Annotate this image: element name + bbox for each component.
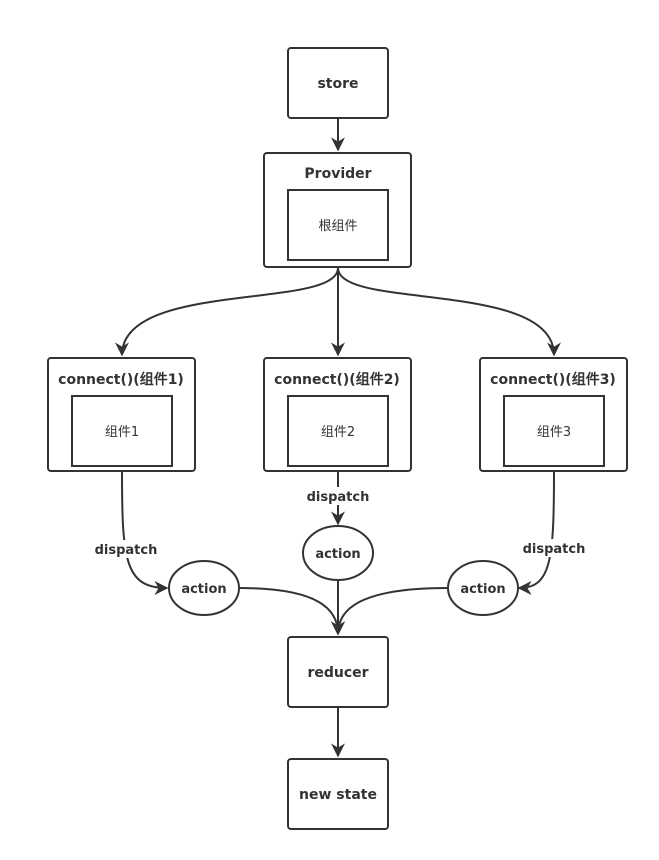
root-component-label: 根组件 — [318, 219, 357, 234]
connect-2-label: connect()(组件2) — [274, 371, 400, 388]
action-3-node: action — [447, 560, 519, 616]
component-3-label: 组件3 — [537, 425, 571, 440]
provider-label: Provider — [304, 166, 371, 182]
new-state-node: new state — [287, 758, 389, 830]
action-2-node: action — [302, 525, 374, 581]
reducer-label: reducer — [307, 665, 368, 681]
edge-action-1-to-reducer — [238, 587, 345, 636]
new-state-label: new state — [299, 787, 377, 803]
edge-connect-3-to-action-3 — [517, 471, 555, 595]
component-1-label: 组件1 — [105, 425, 139, 440]
dispatch-label-2: dispatch — [307, 490, 370, 505]
dispatch-label-1: dispatch — [95, 543, 158, 558]
edge-provider-to-connect-1 — [115, 267, 339, 357]
connect-3-label: connect()(组件3) — [490, 371, 616, 388]
provider-node: Provider 根组件 — [263, 152, 412, 268]
connect-3-node: connect()(组件3) 组件3 — [479, 357, 628, 472]
edge-labels: dispatch dispatch dispatch — [94, 487, 586, 558]
action-2-label: action — [315, 547, 360, 562]
connect-2-node: connect()(组件2) 组件2 — [263, 357, 412, 472]
action-1-node: action — [168, 560, 240, 616]
component-2-label: 组件2 — [321, 425, 355, 440]
connect-1-node: connect()(组件1) 组件1 — [47, 357, 196, 472]
edge-connect-1-to-action-1 — [121, 471, 169, 595]
edge-action-3-to-reducer — [331, 587, 449, 636]
edge-provider-to-connect-3 — [337, 267, 561, 357]
action-3-label: action — [460, 582, 505, 597]
store-label: store — [317, 76, 358, 92]
reducer-node: reducer — [287, 636, 389, 708]
connect-1-label: connect()(组件1) — [58, 371, 184, 388]
action-1-label: action — [181, 582, 226, 597]
store-node: store — [287, 47, 389, 119]
dispatch-label-3: dispatch — [523, 542, 586, 557]
